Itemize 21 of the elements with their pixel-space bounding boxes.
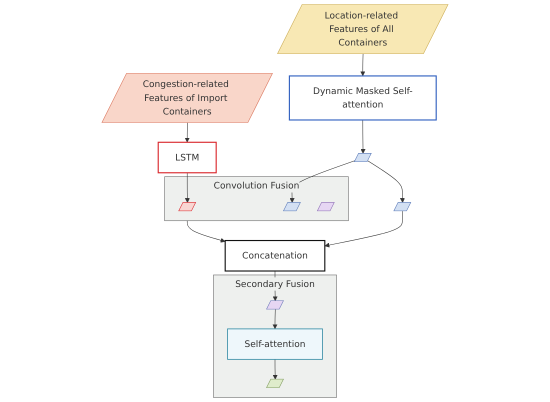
node-parallelogram: [283, 202, 301, 212]
arrow: [360, 120, 366, 154]
arrow: [360, 54, 366, 76]
node-box: LSTM: [158, 142, 217, 174]
arrow: [184, 122, 190, 142]
node-parallelogram: [393, 202, 412, 212]
arrow: [186, 220, 226, 243]
node-parallelogram: [266, 378, 284, 388]
node-parallelogram: [316, 202, 335, 212]
node-box: Dynamic Masked Self-attention: [288, 75, 437, 121]
arrow: [368, 160, 405, 203]
node-box: Concatenation: [224, 240, 326, 272]
node-parallelogram: [178, 202, 196, 212]
arrow: [272, 309, 278, 330]
cluster: Convolution Fusion: [164, 176, 349, 222]
arrow: [184, 172, 190, 203]
node-parallelogram: [354, 153, 372, 162]
arrow: [272, 359, 278, 380]
node-box: Self-attention: [227, 328, 323, 360]
arrow: [324, 210, 403, 248]
node-parallelogram: [266, 300, 284, 310]
